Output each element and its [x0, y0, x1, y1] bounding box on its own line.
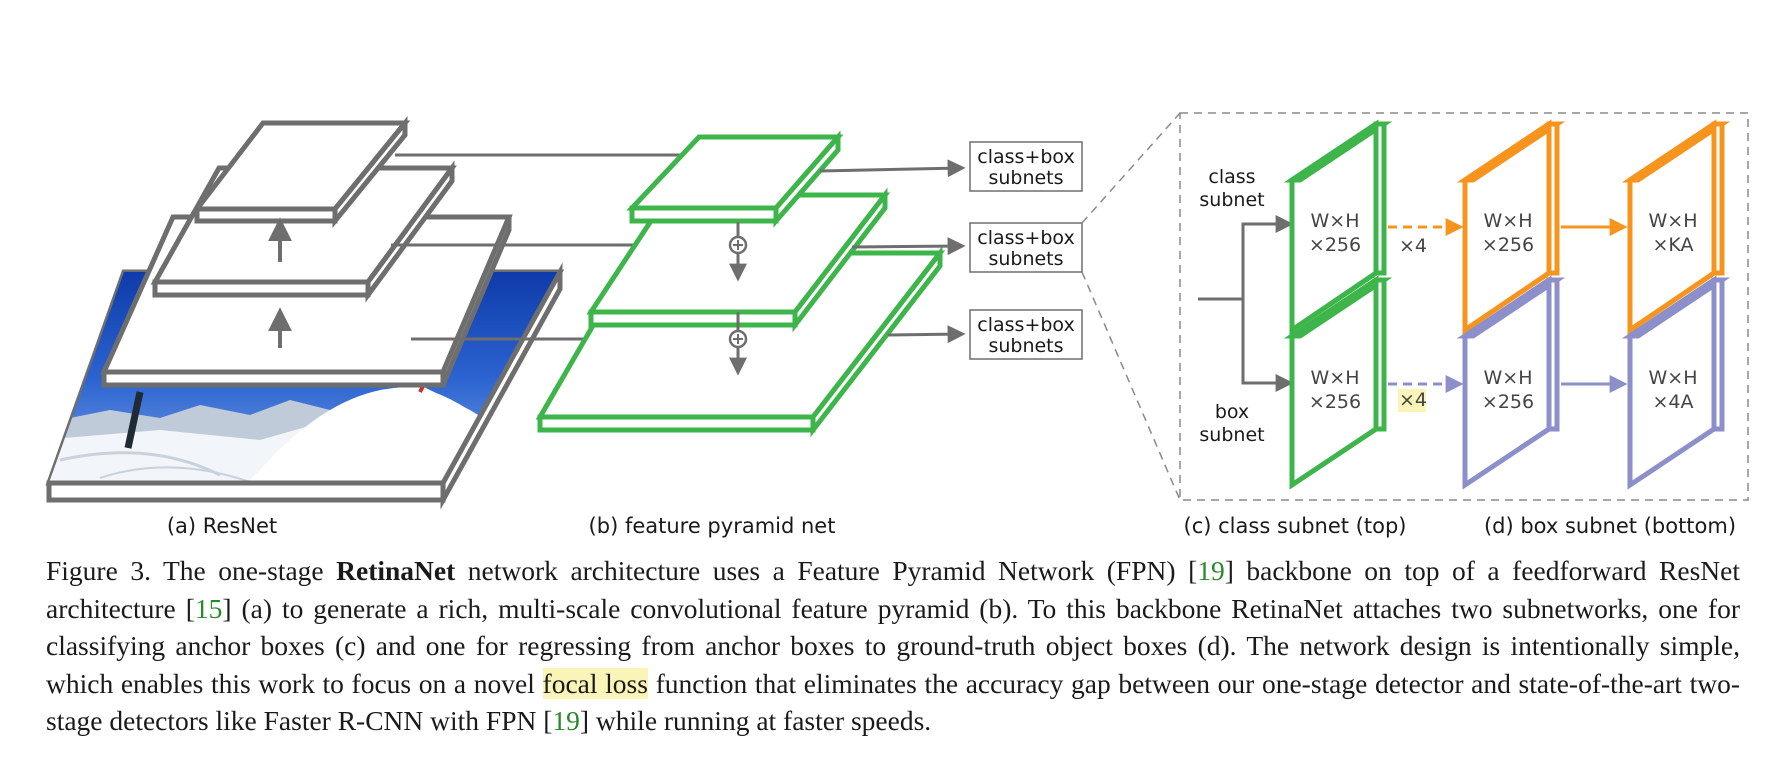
map-dim: ×4A [1652, 391, 1693, 413]
resnet-layer-small [191, 115, 411, 229]
box-output-map [1621, 275, 1731, 490]
repeat-label: ×4 [1399, 235, 1427, 257]
subnet-box-line2: subnets [988, 335, 1063, 357]
box-input-map [1283, 275, 1393, 490]
subnet-box: class+box subnets [969, 222, 1083, 273]
subnet-box-line1: class+box [977, 314, 1074, 336]
subnet-box-line2: subnets [988, 167, 1063, 189]
caption-text: ] (a) to generate a rich, multi-scale co… [46, 592, 1740, 699]
branch-lines [1198, 215, 1294, 392]
panel-label-c: (c) class subnet (top) [1184, 514, 1407, 538]
subnet-box-line2: subnets [988, 248, 1063, 270]
map-dim: ×256 [1309, 234, 1361, 256]
branch-label-class: subnet [1199, 189, 1264, 211]
map-dim: W×H [1484, 210, 1533, 232]
panel-label-b: (b) feature pyramid net [589, 514, 836, 538]
branch-label-box: box [1215, 401, 1249, 423]
branch-label-class: class [1208, 166, 1255, 188]
class-output-map [1621, 119, 1731, 335]
plus-circle-icon [728, 329, 748, 349]
repeat-label-highlight [1398, 389, 1426, 412]
subnet-box-line1: class+box [977, 227, 1074, 249]
citation-link[interactable]: 19 [1197, 555, 1225, 586]
plus-circle-icon [728, 235, 748, 255]
caption-text: function that eliminates the accuracy ga… [46, 667, 1740, 737]
citation-link[interactable]: 19 [552, 705, 580, 736]
repeat-label: ×4 [1399, 389, 1427, 411]
branch-label-box: subnet [1199, 424, 1264, 446]
caption-text: ] backbone on top of a feedforward ResNe… [46, 555, 1740, 624]
caption-text: ] while running at faster speeds. [579, 705, 932, 736]
subnet-arrows [819, 159, 966, 344]
box-mid-map [1456, 275, 1566, 490]
citation-link[interactable]: 15 [194, 592, 223, 624]
map-dim: W×H [1311, 367, 1360, 389]
subnet-box-line1: class+box [977, 146, 1074, 168]
map-dim: W×H [1649, 367, 1698, 389]
subnet-detail: class subnet box subnet W×H ×256 W×H ×25… [1198, 119, 1731, 490]
caption-prefix: Figure 3. The one-stage [46, 555, 337, 586]
map-dim: W×H [1311, 210, 1360, 232]
retinanet-architecture-diagram: class+box subnets class+box subnets clas… [45, 112, 1749, 538]
subnet-box: class+box subnets [969, 141, 1083, 192]
map-dim: W×H [1484, 367, 1533, 389]
panel-label-a: (a) ResNet [167, 514, 277, 538]
map-dim: ×256 [1482, 234, 1534, 256]
figure-caption: Figure 3. The one-stage RetinaNet networ… [46, 552, 1740, 740]
panel-label-d: (d) box subnet (bottom) [1484, 514, 1736, 538]
feature-pyramid [535, 130, 946, 438]
resnet-backbone [45, 115, 565, 510]
class-input-map [1283, 119, 1393, 335]
caption-text: network architecture uses a Feature Pyra… [455, 555, 1198, 586]
map-dim: ×256 [1482, 391, 1534, 413]
map-dim: ×KA [1652, 234, 1693, 256]
subnet-box: class+box subnets [969, 309, 1083, 360]
highlighted-term: focal loss [542, 667, 648, 699]
zoom-guides [1081, 112, 1749, 501]
map-dim: W×H [1649, 210, 1698, 232]
class-mid-map [1456, 119, 1566, 335]
caption-bold-name: RetinaNet [336, 555, 456, 586]
map-dim: ×256 [1309, 391, 1361, 413]
